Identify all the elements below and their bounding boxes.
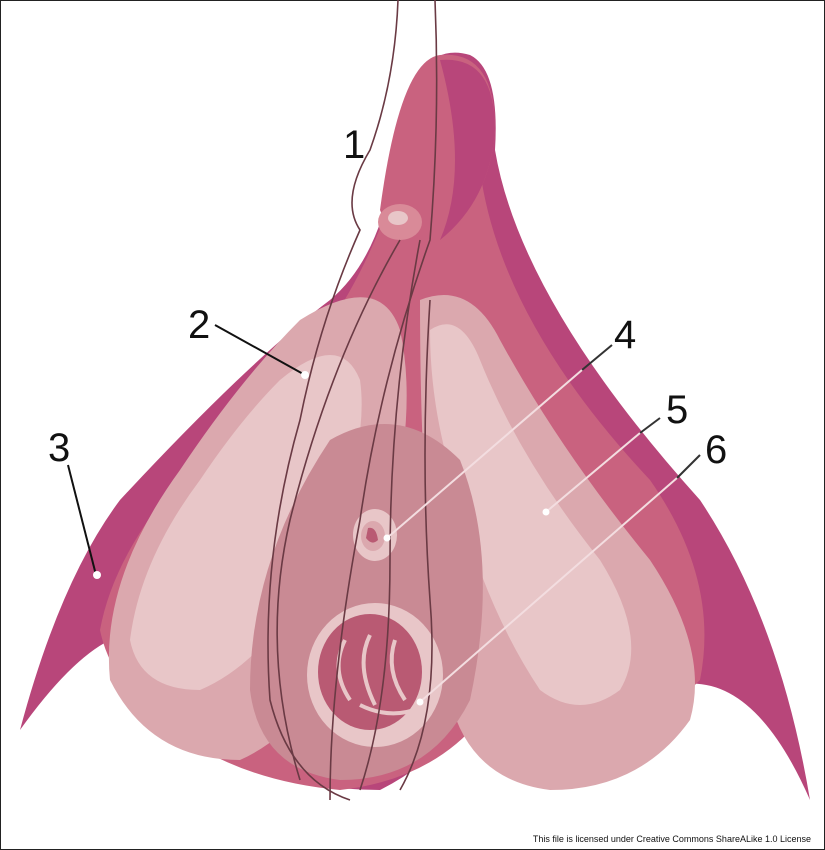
- bulb-highlight-right: [430, 324, 632, 705]
- label-3: 3: [48, 426, 71, 470]
- leader-line-4-inner: [386, 369, 583, 539]
- leader-lines: [67, 324, 701, 703]
- leader-line-5-inner: [545, 432, 641, 513]
- license-notice: This file is licensed under Creative Com…: [532, 834, 811, 844]
- urethral-meatus: [366, 527, 378, 543]
- label-2: 2: [188, 303, 211, 347]
- leader-line-3: [67, 464, 97, 576]
- bulb-highlight-left: [130, 355, 362, 690]
- leader-line-2: [214, 324, 306, 376]
- label-1: 1: [343, 123, 366, 167]
- label-5: 5: [666, 388, 689, 432]
- leader-line-6-inner: [419, 477, 678, 703]
- clitoral-body-shade: [440, 59, 495, 240]
- glans-highlight: [388, 211, 408, 225]
- label-4: 4: [614, 313, 637, 357]
- leader-line-4-outer: [581, 344, 613, 371]
- label-6: 6: [705, 428, 728, 472]
- leader-line-5-outer: [639, 417, 661, 434]
- nerve-lines: [267, 0, 438, 801]
- leader-line-6-outer: [676, 454, 701, 479]
